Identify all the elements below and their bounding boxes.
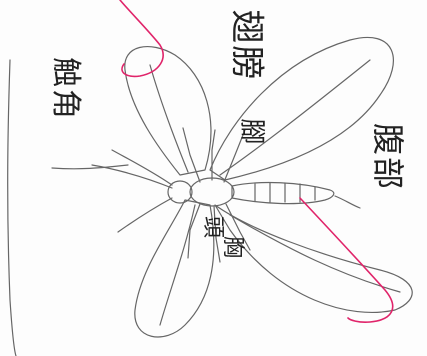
label-abdomen: 腹部	[367, 123, 413, 263]
pink-stroke-top	[120, 0, 163, 76]
antenna-upper	[112, 150, 172, 185]
thorax-shape	[190, 178, 234, 206]
label-thorax: 胸	[219, 236, 251, 286]
border-line	[8, 60, 16, 356]
abdomen-leader-line	[335, 196, 360, 208]
wing-upper-left	[125, 47, 211, 175]
label-antenna: 触角	[47, 57, 91, 207]
antenna-lower	[118, 198, 172, 232]
label-leg: 腳	[236, 119, 273, 199]
